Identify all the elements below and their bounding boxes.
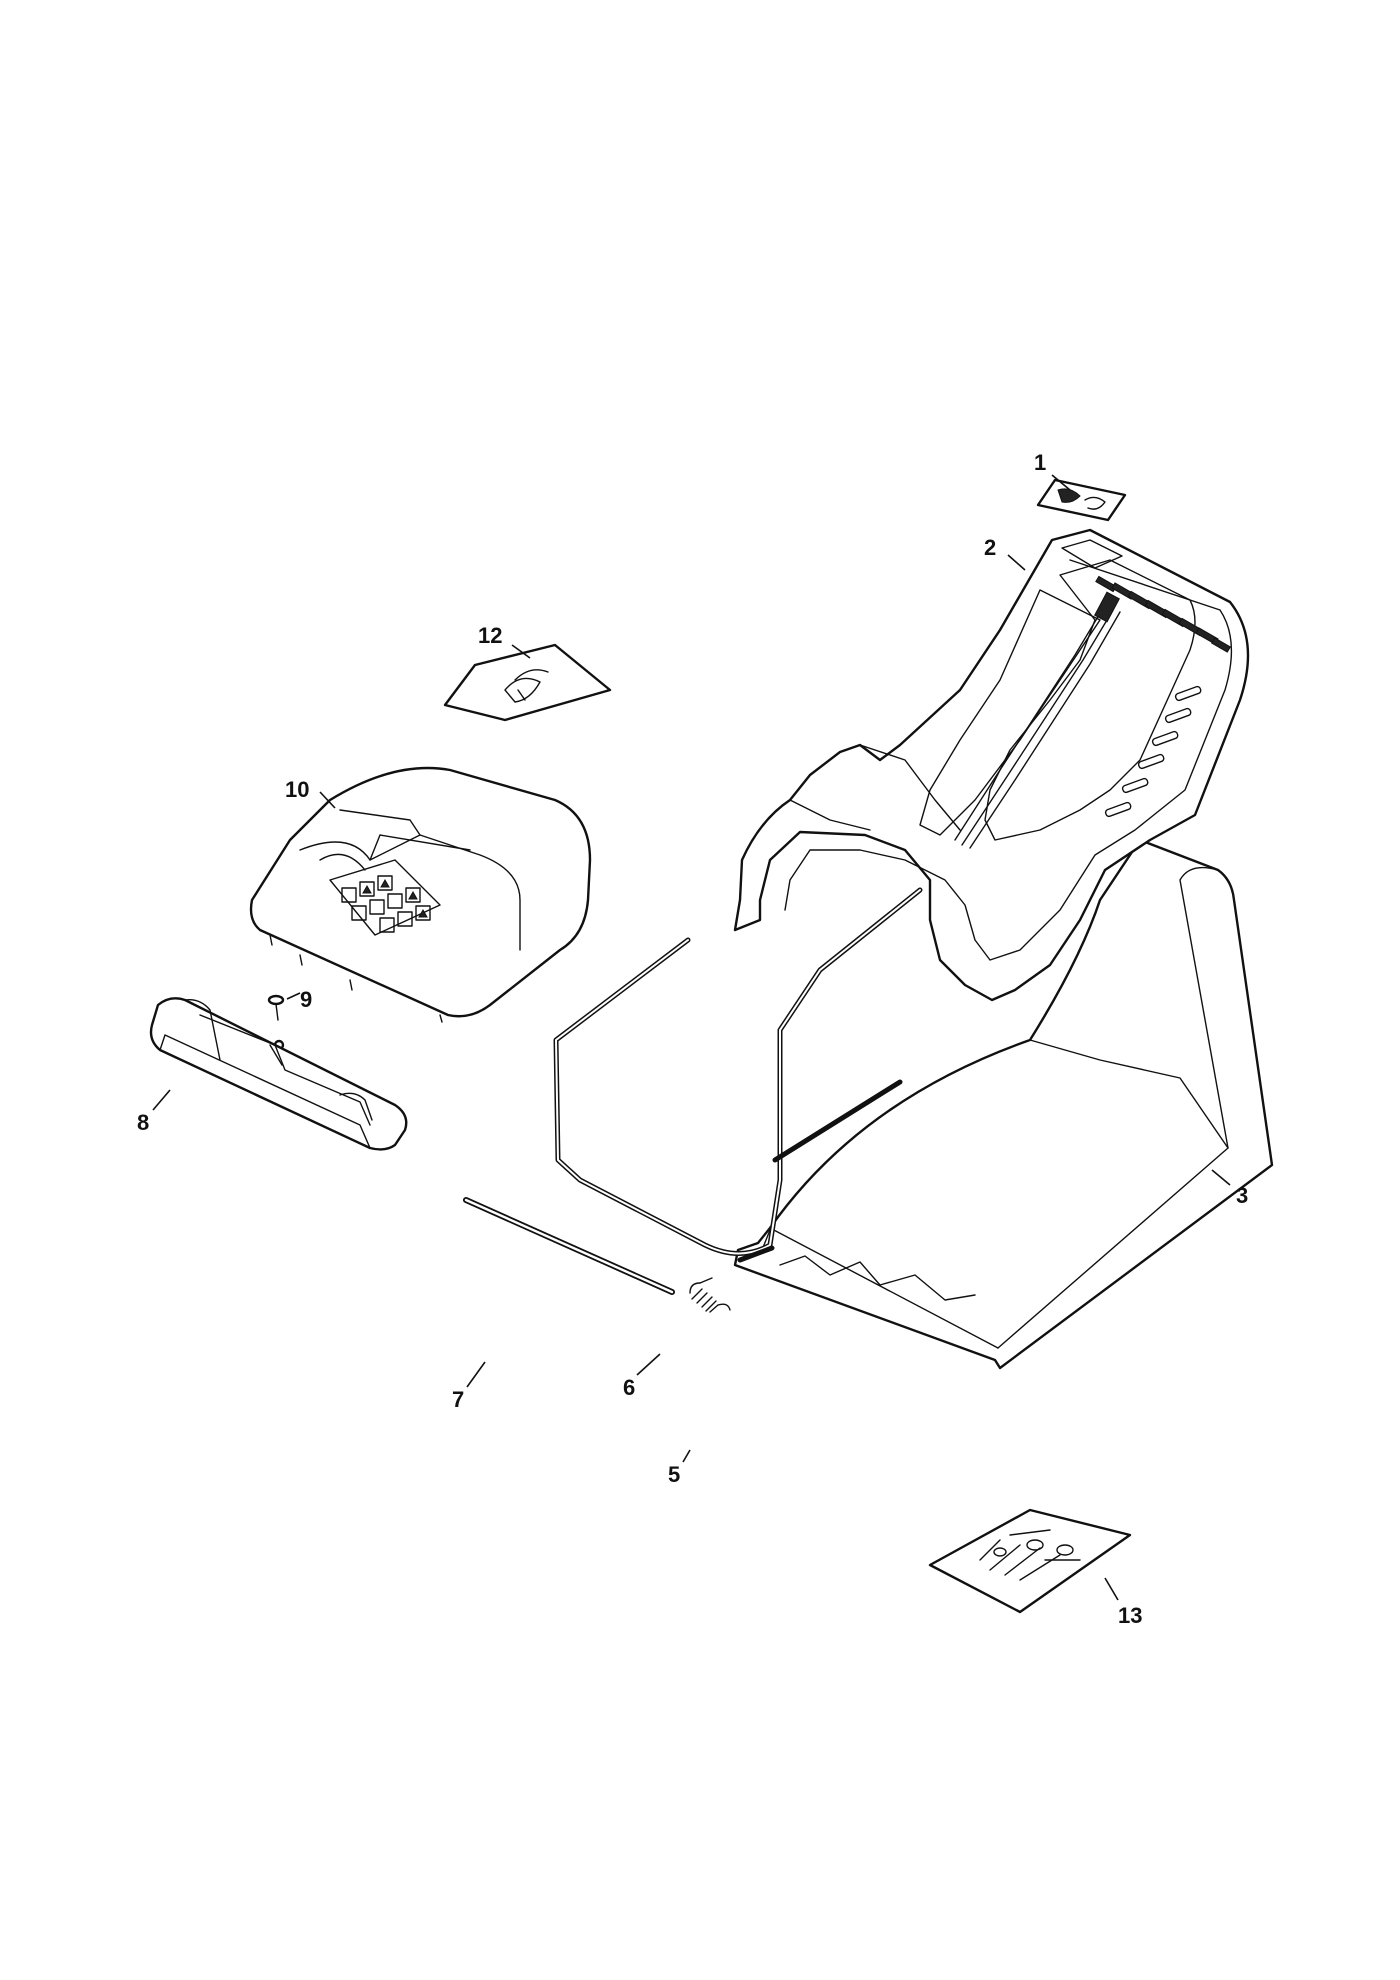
leader-lines (152, 474, 1231, 1601)
grass-bag-fabric-icon (733, 838, 1274, 1370)
warning-symbol-icons (341, 875, 431, 933)
part-label-10: 10 (285, 777, 309, 802)
part-label-3: 3 (1236, 1183, 1248, 1208)
part-label-12: 12 (478, 623, 502, 648)
frame-vent-slots (1095, 575, 1231, 818)
part-label-9: 9 (300, 987, 312, 1012)
rear-cover-icon (249, 766, 592, 1023)
bag-frame-rod-icon (553, 887, 923, 1263)
part-label-13: 13 (1118, 1603, 1142, 1628)
part-label-7: 7 (452, 1387, 464, 1412)
decal-sheet-icon (443, 643, 612, 722)
part-number-labels: 1 2 3 5 6 7 8 9 10 12 13 (137, 450, 1248, 1628)
part-label-6: 6 (623, 1375, 635, 1400)
axle-rod-icon (463, 1197, 675, 1295)
rear-flap-icon (149, 997, 408, 1151)
hardware-bag-icon (928, 1508, 1132, 1614)
grass-bag-top-frame-icon (733, 528, 1250, 1002)
spring-icon (689, 1277, 731, 1313)
decal-label-icon (1036, 478, 1127, 522)
part-label-2: 2 (984, 535, 996, 560)
screw-icon (267, 994, 285, 1051)
part-label-5: 5 (668, 1462, 680, 1487)
part-label-1: 1 (1034, 450, 1046, 475)
part-label-8: 8 (137, 1110, 149, 1135)
